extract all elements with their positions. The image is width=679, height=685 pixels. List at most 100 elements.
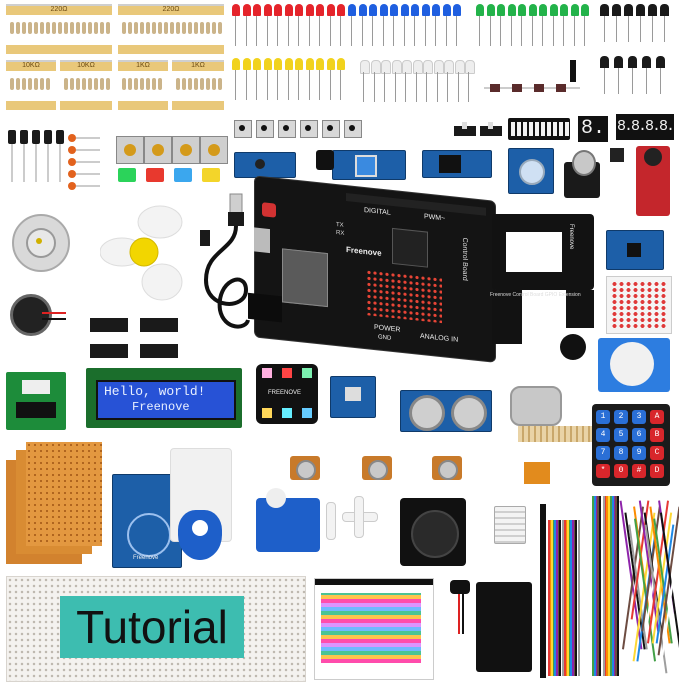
led — [486, 4, 495, 16]
environment-sensor-module — [330, 376, 376, 418]
resistor-label: 10KΩ — [77, 62, 95, 69]
tactile-switch-cap — [327, 125, 333, 131]
resistor-body — [170, 22, 174, 34]
led-leg — [277, 70, 278, 100]
button-cap-red — [146, 168, 164, 182]
resistor-body — [76, 22, 80, 34]
resistor-body — [122, 22, 126, 34]
relay — [524, 462, 550, 484]
led — [549, 4, 558, 16]
tutorial-label: Tutorial — [76, 601, 228, 653]
led-leg — [489, 16, 491, 46]
diodes-icon — [484, 84, 580, 92]
resistor-body — [10, 22, 14, 34]
jumper-wire — [593, 496, 596, 676]
battery-holder — [476, 582, 532, 672]
resistor-label: 1KΩ — [136, 62, 150, 69]
photo-interrupter-module — [332, 150, 406, 180]
keypad-key: 5 — [614, 428, 628, 442]
servo-horns — [322, 496, 382, 546]
jumper-wire — [573, 520, 576, 676]
led — [379, 4, 388, 16]
keypad-key: 8 — [614, 446, 628, 460]
buzzer — [560, 334, 586, 360]
led-leg — [531, 16, 533, 46]
led-leg — [235, 70, 236, 100]
resistor-body — [52, 22, 56, 34]
keypad-key: 1 — [596, 410, 610, 424]
led-leg — [277, 16, 278, 46]
resistor-body — [16, 78, 20, 90]
resistor-body — [70, 78, 74, 90]
led-leg — [298, 70, 299, 100]
resistor-body — [34, 78, 38, 90]
keypad-key: 0 — [614, 464, 628, 478]
jumper-wire — [602, 496, 605, 676]
prototype-board-stack — [6, 442, 102, 566]
led-leg — [340, 70, 341, 100]
ic-chip — [90, 318, 128, 332]
ic-chip — [140, 318, 178, 332]
transistor — [636, 4, 645, 16]
stepper-motor — [8, 208, 70, 272]
led — [284, 58, 293, 70]
led — [316, 4, 324, 16]
bar-segment — [553, 122, 557, 136]
dc-motor — [510, 386, 562, 426]
jumper-wire — [578, 520, 581, 676]
led — [360, 60, 370, 74]
led-leg — [245, 70, 247, 100]
cable-icon — [200, 193, 250, 329]
keypad-ribbon — [518, 426, 592, 442]
resistor-body — [28, 22, 32, 34]
resistor-body — [188, 78, 192, 90]
transistor — [612, 4, 621, 16]
potentiometer — [284, 452, 324, 482]
extension-label: Freenove Control Board GPIO Extension — [490, 292, 581, 298]
keypad-key: * — [596, 464, 610, 478]
jumper-wire — [599, 496, 602, 676]
jumper-wire — [611, 496, 614, 676]
keypad-key: C — [650, 446, 664, 460]
led-leg — [319, 70, 320, 100]
keypad-key: 9 — [632, 446, 646, 460]
led — [390, 4, 398, 16]
led — [326, 4, 335, 16]
led — [400, 4, 409, 16]
jumper-wire — [592, 496, 594, 676]
jumper-wire — [568, 520, 571, 676]
resistor-body — [218, 78, 222, 90]
jumper-wire — [564, 520, 566, 676]
button-cap-yellow — [202, 168, 220, 182]
led-leg — [447, 72, 448, 102]
led-leg — [329, 70, 331, 100]
led — [358, 4, 367, 16]
transistor — [614, 56, 623, 68]
led-leg — [235, 16, 236, 46]
led-leg — [403, 16, 405, 46]
led-leg — [351, 16, 352, 46]
transistor-leg — [616, 16, 617, 42]
joystick-module — [400, 498, 466, 566]
led-leg — [266, 70, 268, 100]
fan-icon — [99, 205, 183, 301]
resistor-body — [82, 22, 86, 34]
resistor-body — [134, 22, 138, 34]
resistor-body — [134, 78, 138, 90]
resistor-body — [94, 78, 98, 90]
led-leg — [287, 16, 289, 46]
push-button — [144, 136, 172, 164]
resistor-body — [28, 78, 32, 90]
led — [316, 58, 324, 70]
keypad-key: B — [650, 428, 664, 442]
speaker — [6, 290, 66, 350]
jumper-wire — [619, 496, 621, 676]
led-leg — [445, 16, 447, 46]
resistor-body — [106, 78, 110, 90]
led-leg — [329, 16, 331, 46]
resistor-body — [146, 22, 150, 34]
resistor-body — [16, 22, 20, 34]
bar-segment — [565, 122, 569, 136]
led-leg — [405, 72, 406, 102]
jumper-wire — [559, 520, 562, 676]
